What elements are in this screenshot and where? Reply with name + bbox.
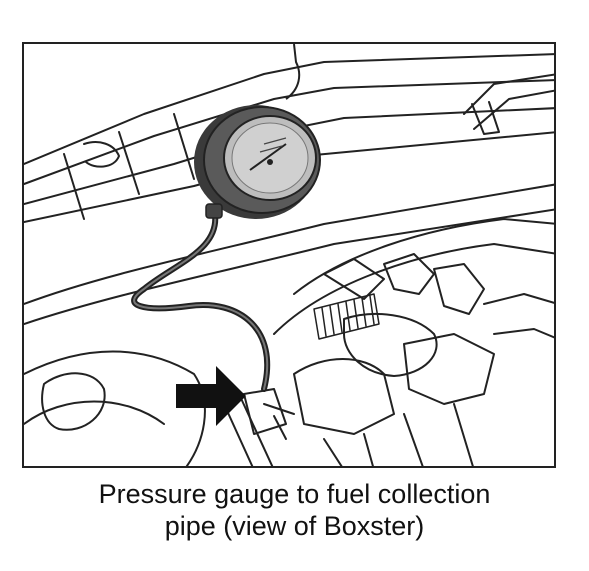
caption-line-2: pipe (view of Boxster) (164, 511, 425, 541)
figure-caption: Pressure gauge to fuel collection pipe (… (0, 478, 589, 542)
gauge-hose (131, 206, 271, 392)
hanger-wire (285, 44, 301, 100)
illustration-frame (22, 42, 556, 468)
pressure-gauge-icon (194, 105, 321, 219)
caption-line-1: Pressure gauge to fuel collection (98, 479, 491, 509)
arrow-right-icon (176, 366, 246, 426)
engine-bay-illustration (24, 44, 554, 466)
upper-rail (24, 53, 554, 165)
hatched-component (313, 293, 380, 340)
